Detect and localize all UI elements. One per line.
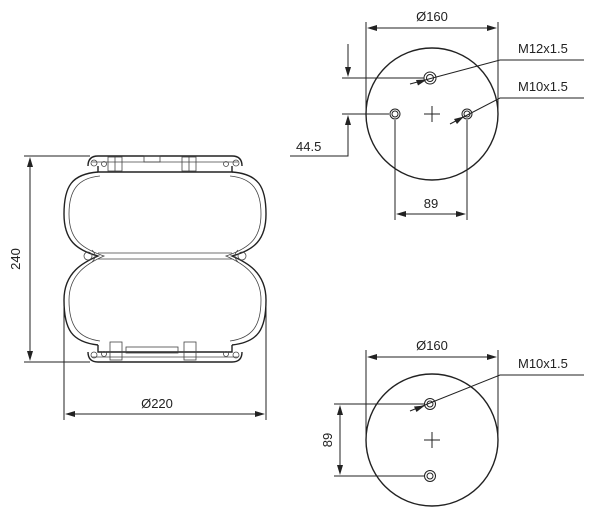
bottom-lower-thread-hole [424, 470, 436, 482]
top-diameter-dimension: Ø160 [365, 9, 499, 114]
height-dimension: 240 [8, 155, 90, 363]
bottom-upper-thread-hole [424, 398, 436, 410]
bottom-bead-plate [87, 341, 243, 363]
bottom-plate-view: Ø160 M10x1.5 89 [320, 338, 584, 507]
bottom-thread-leader: M10x1.5 [409, 356, 584, 412]
bottom-spacing-label: 89 [320, 433, 335, 447]
top-diameter-label: Ø160 [416, 9, 448, 24]
girdle-ring [83, 249, 247, 263]
bottom-diameter-dimension: Ø160 [365, 338, 499, 440]
bottom-center-mark [424, 432, 440, 448]
air-spring-side-view: 240 Ø220 [8, 155, 267, 420]
top-center-thread-leader: M12x1.5 [409, 41, 584, 86]
top-side-thread-label: M10x1.5 [518, 79, 568, 94]
top-center-thread-label: M12x1.5 [518, 41, 568, 56]
top-side-thread-leader: M10x1.5 [449, 79, 584, 125]
top-bead-plate [87, 155, 243, 173]
top-offset-label: 44.5 [296, 139, 321, 154]
bottom-diameter-label: Ø160 [416, 338, 448, 353]
bellows-outer [63, 171, 267, 346]
bottom-spacing-dimension: 89 [320, 403, 424, 477]
outer-diameter-dimension: Ø220 [63, 306, 267, 420]
top-spacing-label: 89 [424, 196, 438, 211]
top-spacing-dimension: 89 [394, 120, 468, 220]
top-plate-view: Ø160 M12x1.5 M10x1.5 44.5 89 [290, 9, 584, 220]
top-left-thread-hole [389, 108, 401, 120]
height-label: 240 [8, 248, 23, 270]
bellows-inner [68, 175, 262, 342]
top-offset-dimension: 44.5 [290, 44, 424, 157]
bottom-thread-label: M10x1.5 [518, 356, 568, 371]
outer-diameter-label: Ø220 [141, 396, 173, 411]
top-center-mark [424, 106, 440, 122]
